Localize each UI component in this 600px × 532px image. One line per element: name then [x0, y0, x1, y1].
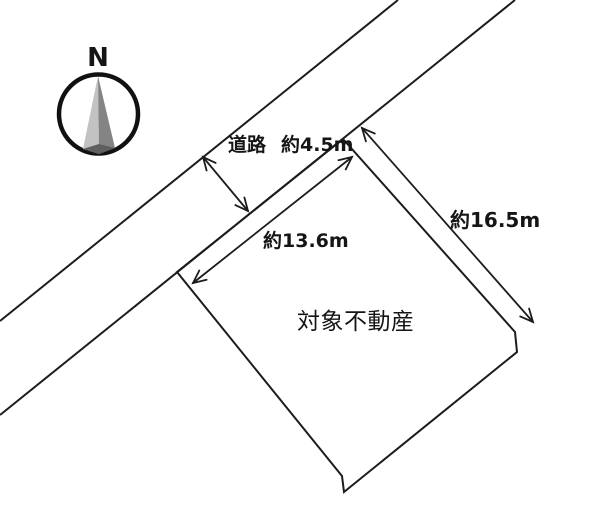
road-width-arrow: [201, 155, 250, 213]
compass-north-icon: [56, 72, 141, 156]
compass-needle-right-face: [98, 76, 115, 154]
road-width-label: 約4.5m: [281, 134, 354, 156]
road-label: 道路: [228, 134, 267, 156]
compass-needle-left-face: [83, 76, 99, 154]
side-dimension-arrow: [360, 126, 535, 324]
road-edge-upper-line: [0, 0, 399, 322]
compass-needle-base: [83, 144, 115, 154]
north-label: N: [87, 43, 109, 73]
side-dimension-label: 約16.5m: [450, 208, 541, 232]
frontage-dimension-arrow: [191, 155, 354, 285]
property-outline: [175, 137, 519, 494]
property-name-label: 対象不動産: [297, 309, 415, 335]
frontage-dimension-label: 約13.6m: [263, 230, 349, 252]
road-label-group: 道路 約4.5m: [228, 136, 353, 155]
